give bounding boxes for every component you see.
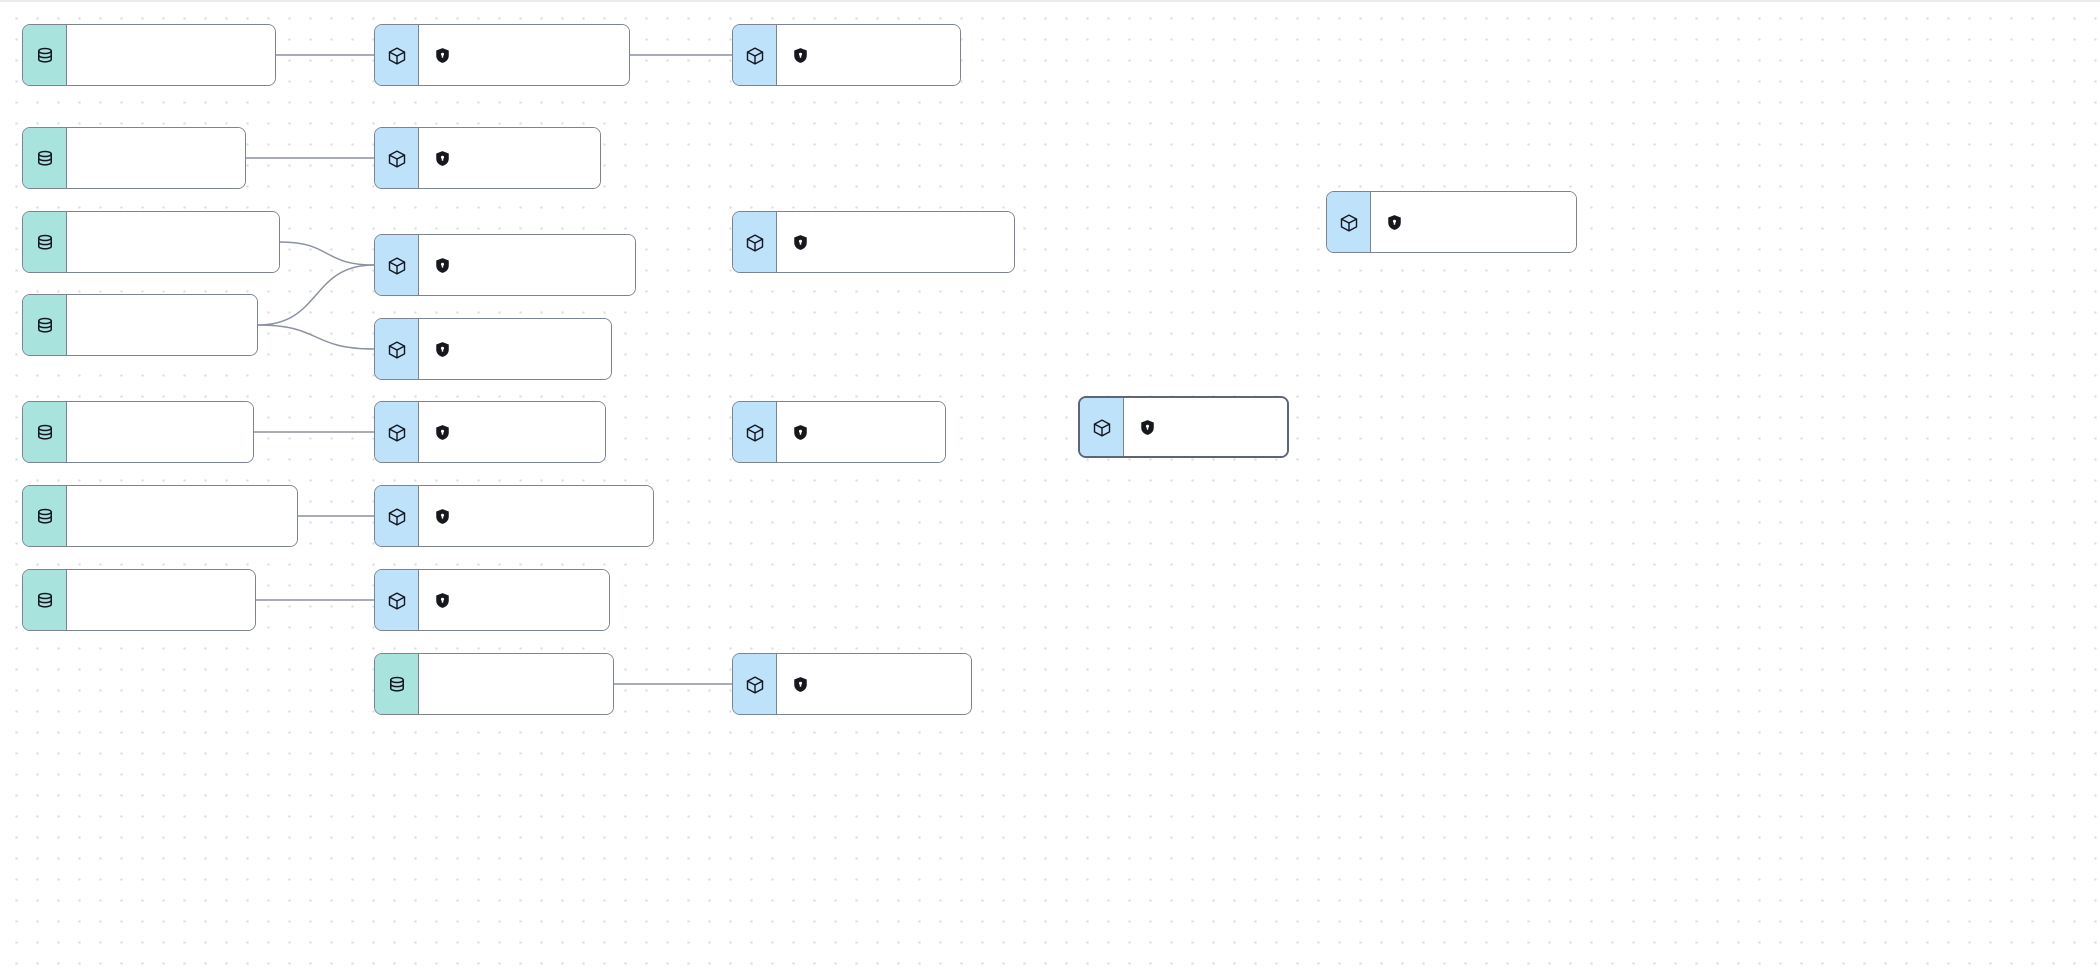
graph-node-src_races[interactable] — [22, 127, 246, 189]
node-badge-model — [1327, 192, 1371, 252]
node-badge-source — [23, 486, 67, 546]
graph-node-src_results[interactable] — [22, 569, 256, 631]
shield-lock-icon — [793, 234, 808, 251]
cube-icon — [387, 507, 407, 527]
graph-node-pit_stops_joined[interactable] — [1326, 191, 1577, 253]
database-icon — [35, 591, 55, 611]
shield-lock-icon — [435, 257, 450, 274]
cube-icon — [745, 423, 765, 443]
node-body — [419, 654, 613, 714]
database-icon — [35, 507, 55, 527]
shield-lock-icon — [1140, 419, 1155, 436]
shield-lock-icon — [1387, 214, 1402, 231]
node-body — [419, 486, 653, 546]
graph-node-fct_results[interactable] — [1078, 396, 1289, 458]
database-icon — [35, 316, 55, 336]
shield-lock-icon — [435, 508, 450, 525]
node-badge-source — [375, 654, 419, 714]
shield-lock-icon — [435, 424, 450, 441]
database-icon — [35, 423, 55, 443]
node-badge-model — [733, 654, 777, 714]
cube-icon — [387, 46, 407, 66]
node-body — [777, 402, 945, 462]
cube-icon — [387, 256, 407, 276]
cube-icon — [1092, 418, 1112, 438]
node-badge-model — [733, 25, 777, 85]
graph-node-src_constructors[interactable] — [22, 485, 298, 547]
node-badge-model — [375, 25, 419, 85]
database-icon — [387, 675, 407, 695]
graph-node-stg_constructors[interactable] — [374, 485, 654, 547]
graph-node-stg_lap_times[interactable] — [374, 234, 636, 296]
graph-node-src_drivers[interactable] — [22, 294, 258, 356]
cube-icon — [1339, 213, 1359, 233]
cube-icon — [745, 233, 765, 253]
node-body — [419, 128, 600, 188]
graph-node-src_pit_stops[interactable] — [22, 24, 276, 86]
node-badge-model — [375, 402, 419, 462]
graph-node-stg_pit_stops[interactable] — [374, 24, 630, 86]
node-body — [777, 654, 971, 714]
graph-node-int_results[interactable] — [732, 401, 946, 463]
graph-node-src_status[interactable] — [22, 401, 254, 463]
node-body — [67, 486, 297, 546]
node-badge-source — [23, 295, 67, 355]
shield-lock-icon — [793, 47, 808, 64]
graph-node-src_circuits[interactable] — [374, 653, 614, 715]
node-body — [777, 25, 960, 85]
shield-lock-icon — [435, 150, 450, 167]
cube-icon — [387, 340, 407, 360]
graph-node-stg_results[interactable] — [374, 569, 610, 631]
shield-lock-icon — [435, 592, 450, 609]
node-badge-model — [375, 319, 419, 379]
database-icon — [35, 233, 55, 253]
node-body — [67, 402, 253, 462]
node-badge-model — [1080, 398, 1124, 456]
node-badge-model — [733, 402, 777, 462]
cube-icon — [745, 46, 765, 66]
node-badge-source — [23, 212, 67, 272]
database-icon — [35, 149, 55, 169]
node-badge-source — [23, 25, 67, 85]
cube-icon — [387, 423, 407, 443]
node-badge-source — [23, 128, 67, 188]
node-body — [67, 128, 245, 188]
node-body — [419, 402, 605, 462]
cube-icon — [387, 591, 407, 611]
node-body — [1371, 192, 1576, 252]
shield-lock-icon — [435, 47, 450, 64]
graph-node-int_pit_stops[interactable] — [732, 24, 961, 86]
node-body — [67, 212, 279, 272]
node-badge-model — [733, 212, 777, 272]
node-badge-model — [375, 570, 419, 630]
node-body — [419, 319, 611, 379]
node-badge-source — [23, 570, 67, 630]
cube-icon — [745, 675, 765, 695]
node-body — [419, 25, 629, 85]
node-badge-model — [375, 235, 419, 295]
cube-icon — [387, 149, 407, 169]
shield-lock-icon — [793, 676, 808, 693]
graph-node-src_lap_times[interactable] — [22, 211, 280, 273]
node-badge-model — [375, 128, 419, 188]
database-icon — [35, 46, 55, 66]
node-body — [67, 295, 257, 355]
node-badge-model — [375, 486, 419, 546]
shield-lock-icon — [435, 341, 450, 358]
graph-node-stg_circuits[interactable] — [732, 653, 972, 715]
node-body — [777, 212, 1014, 272]
node-badge-source — [23, 402, 67, 462]
graph-node-stg_status[interactable] — [374, 401, 606, 463]
graph-node-stg_drivers[interactable] — [374, 318, 612, 380]
graph-node-int_lap_times_yrs[interactable] — [732, 211, 1015, 273]
graph-node-stg_races[interactable] — [374, 127, 601, 189]
node-body — [67, 570, 255, 630]
node-body — [419, 235, 635, 295]
node-body — [1124, 398, 1287, 456]
node-body — [67, 25, 275, 85]
node-body — [419, 570, 609, 630]
shield-lock-icon — [793, 424, 808, 441]
